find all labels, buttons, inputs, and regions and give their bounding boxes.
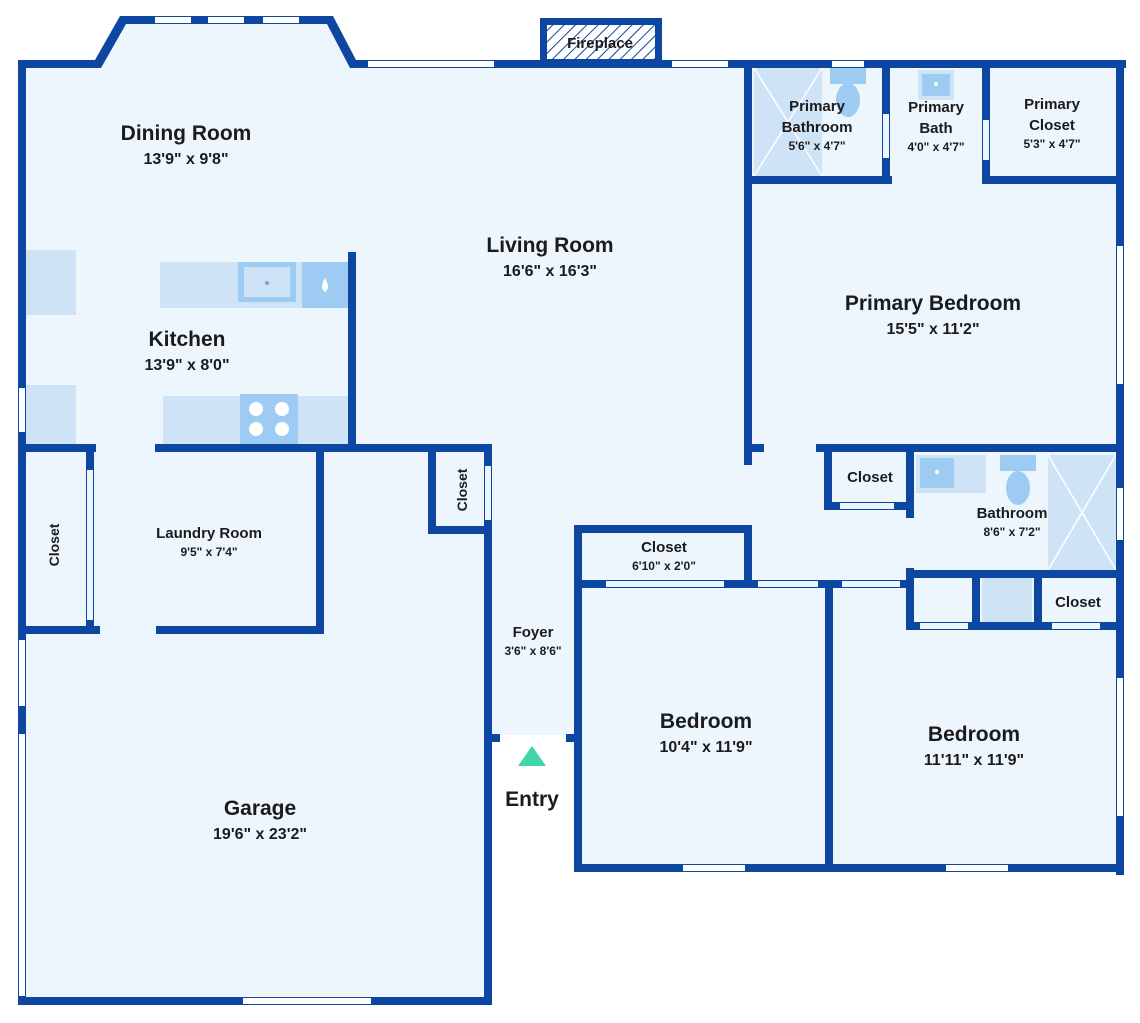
room-dims-dining: 13'9" x 9'8"	[143, 151, 228, 168]
room-name-laundry: Laundry Room	[156, 525, 262, 542]
room-dims-living: 16'6" x 16'3"	[503, 263, 597, 280]
room-name-living: Living Room	[486, 234, 613, 257]
window	[832, 61, 864, 67]
window	[155, 17, 191, 23]
fireplace: Fireplace	[540, 18, 662, 64]
window	[683, 865, 745, 871]
primary-bath-fixtures	[753, 67, 954, 177]
window	[243, 998, 371, 1004]
room-name-bedroom-1: Bedroom	[660, 710, 752, 733]
room-name-primary-bedroom: Primary Bedroom	[845, 292, 1021, 315]
window	[19, 640, 25, 706]
room-name-primary-bathroom: Primary	[789, 98, 846, 115]
toilet-icon	[1000, 455, 1036, 471]
room-dims-foyer: 3'6" x 8'6"	[504, 644, 561, 658]
room-name-small-closet: Closet	[1055, 594, 1101, 611]
window	[1117, 246, 1123, 384]
entry-arrow-icon	[518, 746, 546, 766]
room-name-kitchen: Kitchen	[148, 328, 225, 351]
toilet-icon	[830, 68, 866, 84]
bathroom-fixtures	[916, 454, 1117, 623]
room-name-dining: Dining Room	[121, 122, 252, 145]
fireplace-label: Fireplace	[567, 35, 633, 52]
room-name-hall-closet: Closet	[454, 468, 470, 511]
window	[1117, 678, 1123, 816]
vanity-icon	[982, 578, 1032, 623]
stove-icon	[240, 394, 298, 444]
window	[368, 61, 494, 67]
room-dims-primary-bathroom: 5'6" x 4'7"	[788, 139, 845, 153]
kitchen-fixtures	[24, 250, 348, 445]
room-name-bathroom: Bathroom	[977, 505, 1048, 522]
room-dims-bathroom: 8'6" x 7'2"	[983, 525, 1040, 539]
room-dims-bedroom-closet: 6'10" x 2'0"	[632, 559, 696, 573]
entry-label: Entry	[505, 788, 559, 811]
room-dims-bedroom-1: 10'4" x 11'9"	[659, 739, 752, 756]
room-name-primary-bath: Primary	[908, 99, 965, 116]
room-name-laundry-closet: Closet	[46, 523, 62, 566]
kitchen-counter-left	[24, 250, 76, 315]
room-dims-laundry: 9'5" x 7'4"	[180, 545, 237, 559]
room-dims-kitchen: 13'9" x 8'0"	[144, 357, 229, 374]
room-name-primary-bathroom-2: Bathroom	[782, 119, 853, 136]
kitchen-counter-left-lower	[24, 385, 76, 445]
room-name-garage: Garage	[224, 797, 296, 820]
room-dims-primary-bath: 4'0" x 4'7"	[907, 140, 964, 154]
room-name-primary-closet-2: Closet	[1029, 117, 1075, 134]
room-name-bedroom-closet: Closet	[641, 539, 687, 556]
room-dims-primary-bedroom: 15'5" x 11'2"	[886, 321, 979, 338]
window	[946, 865, 1008, 871]
window	[19, 388, 25, 432]
room-dims-primary-closet: 5'3" x 4'7"	[1023, 137, 1080, 151]
room-dims-bedroom-2: 11'11" x 11'9"	[924, 752, 1024, 769]
window	[263, 17, 299, 23]
door-openings	[87, 114, 1100, 633]
room-name-bath-closet: Closet	[847, 469, 893, 486]
room-name-primary-closet: Primary	[1024, 96, 1081, 113]
room-dims-garage: 19'6" x 23'2"	[213, 826, 307, 843]
entry-door	[500, 735, 566, 741]
windows	[19, 17, 1123, 1004]
room-labels: Dining Room 13'9" x 9'8" Living Room 16'…	[46, 96, 1101, 843]
window	[1117, 488, 1123, 540]
window	[672, 61, 728, 67]
window	[208, 17, 244, 23]
window	[19, 734, 25, 996]
room-name-foyer: Foyer	[513, 624, 554, 641]
room-name-primary-bath-2: Bath	[919, 120, 952, 137]
room-name-bedroom-2: Bedroom	[928, 723, 1020, 746]
